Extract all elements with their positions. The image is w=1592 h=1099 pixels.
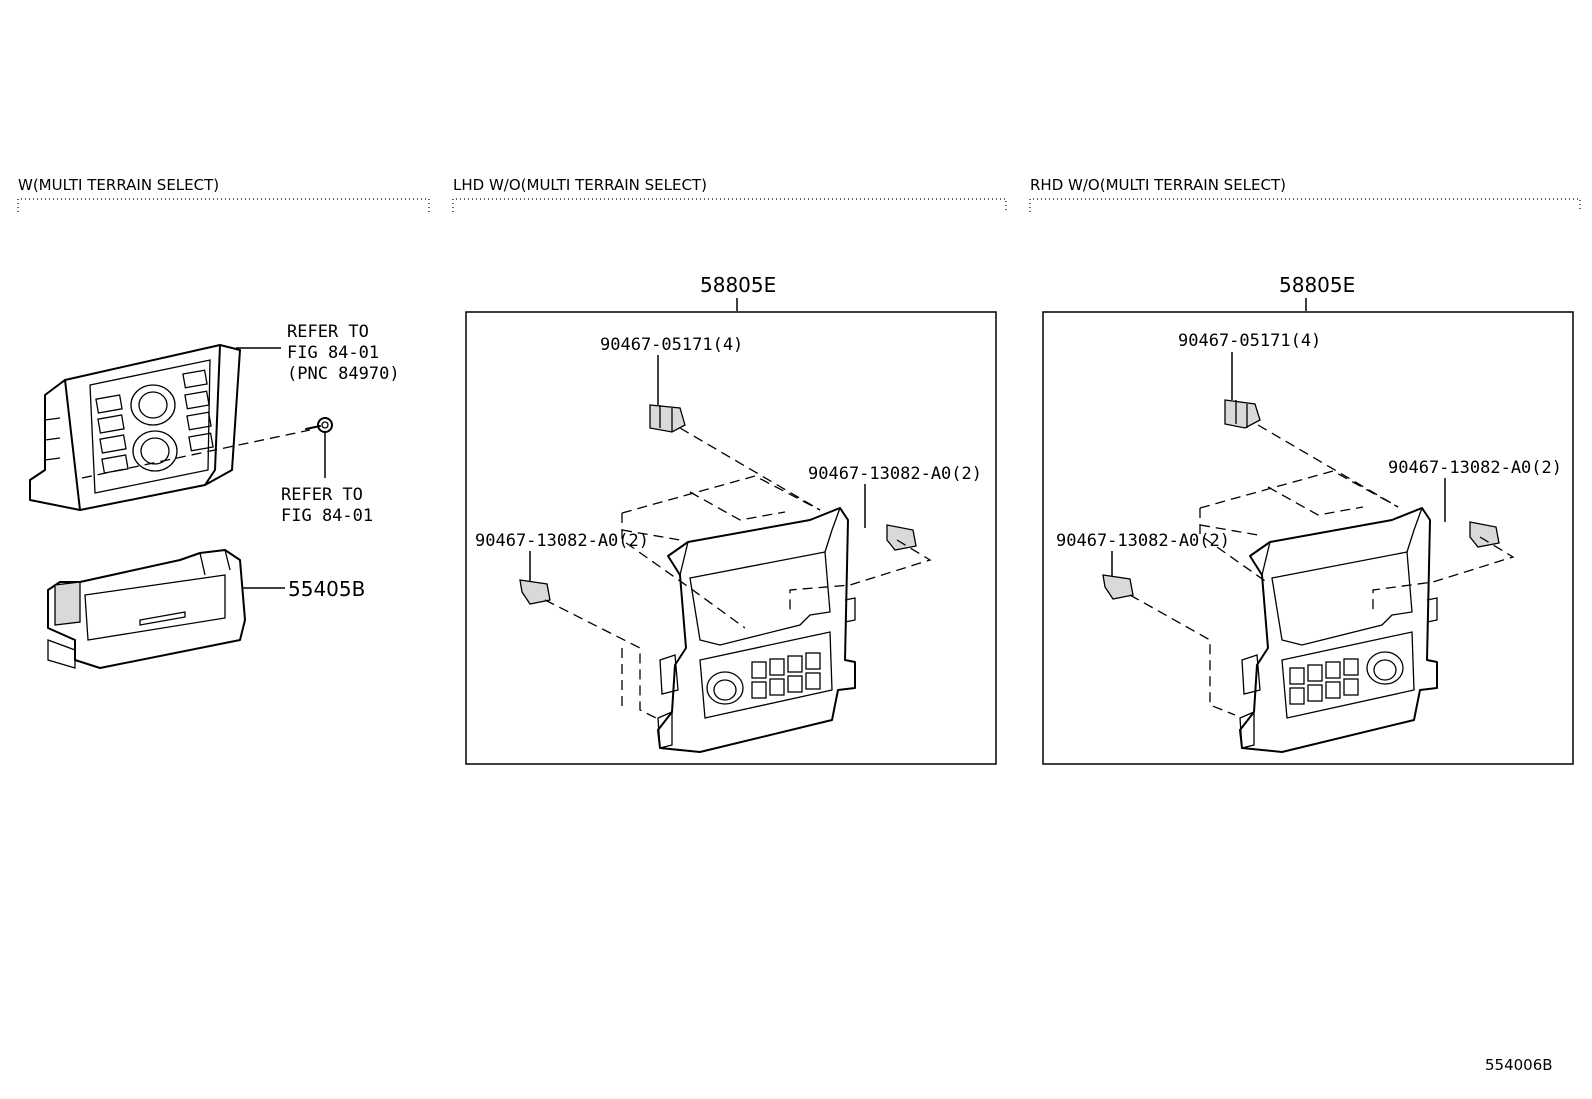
rhd-clip-left-illustration	[1102, 574, 1134, 600]
lhd-clip-top-illustration	[649, 404, 686, 433]
rhd-clip-right-label: 90467-13082-A0(2)	[1388, 458, 1562, 478]
part-number-55405B: 55405B	[288, 577, 365, 601]
refer-b-line-1: REFER TO	[281, 485, 363, 505]
rhd-clip-right-illustration	[1469, 521, 1500, 548]
rhd-clip-top-label: 90467-05171(4)	[1178, 331, 1321, 351]
refer-a-line-1: REFER TO	[287, 322, 369, 342]
rhd-center-bezel-illustration	[1239, 507, 1438, 753]
lhd-parts-box	[465, 311, 997, 765]
lhd-clip-left-label: 90467-13082-A0(2)	[475, 531, 649, 551]
section-heading-with-mts: W(MULTI TERRAIN SELECT)	[18, 176, 219, 194]
rhd-parts-box	[1042, 311, 1574, 765]
rhd-clip-top-illustration	[1224, 399, 1261, 429]
lhd-clip-right-label: 90467-13082-A0(2)	[808, 464, 982, 484]
rhd-part-number-58805E: 58805E	[1279, 273, 1355, 297]
section-bracket-lhd	[452, 198, 1007, 212]
section-bracket-rhd	[1029, 198, 1581, 212]
rhd-clip-left-label: 90467-13082-A0(2)	[1056, 531, 1230, 551]
lhd-clip-top-label: 90467-05171(4)	[600, 335, 743, 355]
lhd-assembly-dash-lines	[544, 427, 932, 721]
lhd-center-bezel-illustration	[657, 507, 856, 753]
lhd-clip-left-illustration	[519, 579, 551, 605]
section-bracket-with-mts	[17, 198, 430, 212]
figure-id: 554006B	[1485, 1056, 1553, 1074]
refer-a-line-3: (PNC 84970)	[287, 364, 400, 384]
section-heading-rhd: RHD W/O(MULTI TERRAIN SELECT)	[1030, 176, 1286, 194]
refer-a-line-2: FIG 84-01	[287, 343, 379, 363]
refer-b-line-2: FIG 84-01	[281, 506, 373, 526]
lhd-clip-right-illustration	[886, 524, 917, 551]
climate-control-panel-illustration	[29, 344, 241, 511]
section-heading-lhd: LHD W/O(MULTI TERRAIN SELECT)	[453, 176, 707, 194]
rhd-assembly-dash-lines	[1129, 424, 1515, 716]
lhd-part-number-58805E: 58805E	[700, 273, 776, 297]
display-module-illustration	[47, 549, 246, 669]
